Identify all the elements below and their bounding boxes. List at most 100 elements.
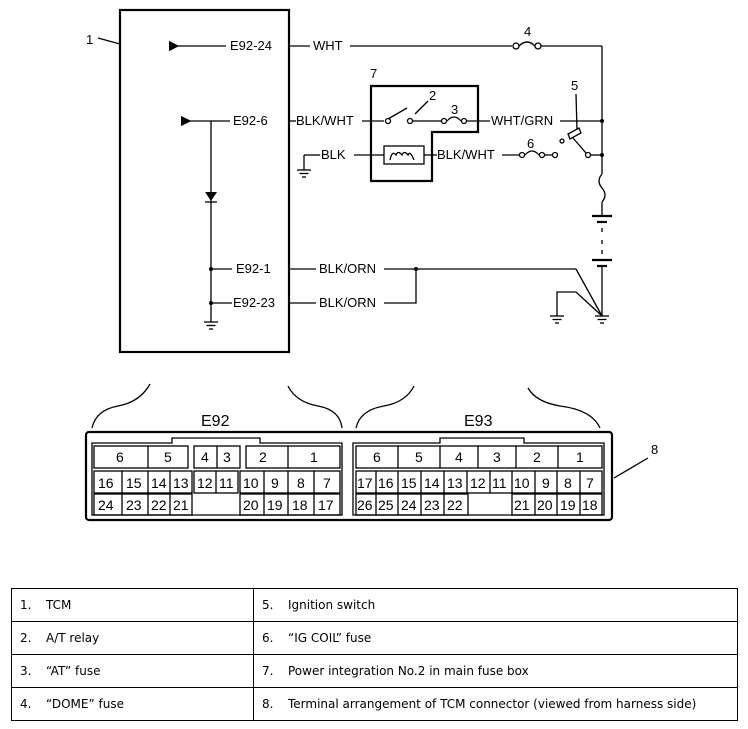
callout-7: 7 bbox=[370, 66, 377, 81]
legend-row: 1.TCM 5.Ignition switch bbox=[11, 588, 738, 622]
e92-pin-10: 10 bbox=[243, 475, 259, 491]
wire-label-wht: WHT bbox=[313, 38, 343, 53]
wire-label-blk-orn-1: BLK/ORN bbox=[319, 261, 376, 276]
e92-header-2: 2 bbox=[259, 449, 267, 465]
legend-row: 3.“AT” fuse 7.Power integration No.2 in … bbox=[11, 654, 738, 688]
e92-pin-8: 8 bbox=[297, 475, 305, 491]
tcm-connector-housing bbox=[84, 430, 614, 522]
e92-pin-9: 9 bbox=[271, 475, 279, 491]
e93-header-1: 1 bbox=[576, 449, 584, 465]
connector-e93-label: E93 bbox=[464, 413, 493, 430]
battery-icon bbox=[592, 214, 612, 268]
e92-pin-14: 14 bbox=[151, 475, 167, 491]
callout-8-leader bbox=[613, 457, 649, 479]
terminal-e92-6: E92-6 bbox=[233, 113, 268, 128]
e93-pin-24: 24 bbox=[401, 497, 417, 513]
wire-blk-orn-2 bbox=[384, 269, 417, 304]
callout-5-leader bbox=[575, 93, 578, 131]
e93-pin-21: 21 bbox=[514, 497, 530, 513]
ig-coil-fuse bbox=[518, 150, 546, 159]
legend-item-3: 3.“AT” fuse bbox=[11, 654, 254, 688]
e93-pin-26: 26 bbox=[357, 497, 373, 513]
body-ground-icon-1 bbox=[550, 315, 564, 324]
fusible-link bbox=[598, 173, 606, 203]
e92-header-3: 3 bbox=[223, 449, 231, 465]
legend-item-2: 2.A/T relay bbox=[11, 621, 254, 655]
connector-e92-label: E92 bbox=[201, 413, 230, 430]
tcm-ground-icon bbox=[204, 321, 218, 330]
ground-link-wire bbox=[556, 291, 603, 317]
power-integration-box bbox=[369, 84, 480, 183]
e93-pin-11: 11 bbox=[492, 475, 507, 491]
e93-header-6: 6 bbox=[373, 449, 381, 465]
e93-pin-23: 23 bbox=[424, 497, 440, 513]
callout-6: 6 bbox=[527, 136, 534, 151]
wiring-diagram: 1 E92-24 WHT 4 E92-6 BLK/WHT 7 2 bbox=[84, 8, 658, 522]
callout-1-leader bbox=[97, 37, 121, 45]
connector-e93: 6 5 4 3 2 1 17 16 15 14 13 12 11 10 9 8 … bbox=[352, 437, 605, 516]
relay-coil bbox=[376, 145, 437, 165]
e92-pin-11: 11 bbox=[219, 475, 234, 491]
body-ground-icon-2 bbox=[595, 315, 609, 324]
terminal-e92-23: E92-23 bbox=[233, 295, 275, 310]
callout-3: 3 bbox=[451, 102, 458, 117]
callout-1: 1 bbox=[86, 32, 93, 47]
tcm-box bbox=[118, 8, 291, 354]
e92-header-1: 1 bbox=[310, 449, 318, 465]
e92-header-4: 4 bbox=[201, 449, 209, 465]
e92-pin-23: 23 bbox=[126, 497, 142, 513]
e93-header-3: 3 bbox=[493, 449, 501, 465]
at-fuse bbox=[440, 116, 468, 125]
at-relay-switch bbox=[384, 107, 425, 125]
callout-8: 8 bbox=[651, 442, 658, 457]
legend-row: 2.A/T relay 6.“IG COIL” fuse bbox=[11, 621, 738, 655]
ignition-switch bbox=[559, 127, 602, 159]
callout-5: 5 bbox=[571, 78, 578, 93]
connector-e92: 6 5 4 3 2 1 16 15 14 13 12 11 10 9 8 7 2… bbox=[91, 437, 343, 516]
harness-curve-e93-right bbox=[527, 387, 601, 429]
e92-header-5: 5 bbox=[164, 449, 172, 465]
e93-pin-10: 10 bbox=[514, 475, 530, 491]
e92-pin-20: 20 bbox=[243, 497, 259, 513]
terminal-e92-24: E92-24 bbox=[230, 38, 272, 53]
legend-table: 1.TCM 5.Ignition switch 2.A/T relay 6.“I… bbox=[11, 588, 738, 721]
legend-item-6: 6.“IG COIL” fuse bbox=[253, 621, 738, 655]
legend-item-1: 1.TCM bbox=[11, 588, 254, 622]
relay-ground-icon bbox=[297, 169, 311, 178]
wire-blk-orn-ground bbox=[575, 268, 603, 317]
e92-pin-13: 13 bbox=[173, 475, 189, 491]
legend-item-5: 5.Ignition switch bbox=[253, 588, 738, 622]
e92-pin-15: 15 bbox=[126, 475, 142, 491]
e93-pin-17: 17 bbox=[357, 475, 373, 491]
e92-pin-18: 18 bbox=[292, 497, 308, 513]
e92-pin-7: 7 bbox=[323, 475, 331, 491]
legend-item-4: 4.“DOME” fuse bbox=[11, 687, 254, 721]
harness-curve-e92-left bbox=[91, 383, 151, 429]
e93-header-5: 5 bbox=[415, 449, 423, 465]
e93-pin-16: 16 bbox=[378, 475, 394, 491]
callout-2-leader bbox=[414, 100, 429, 115]
legend-row: 4.“DOME” fuse 8.Terminal arrangement of … bbox=[11, 687, 738, 721]
e93-pin-25: 25 bbox=[378, 497, 394, 513]
legend-item-7: 7.Power integration No.2 in main fuse bo… bbox=[253, 654, 738, 688]
e93-pin-15: 15 bbox=[401, 475, 417, 491]
terminal-e92-1: E92-1 bbox=[236, 261, 271, 276]
e93-pin-18: 18 bbox=[582, 497, 598, 513]
e93-pin-22: 22 bbox=[447, 497, 463, 513]
ig-switch-contact bbox=[551, 151, 559, 159]
diode-symbol bbox=[205, 192, 217, 203]
wire-label-blk-wht-1: BLK/WHT bbox=[296, 113, 354, 128]
e92-pin-24: 24 bbox=[98, 497, 114, 513]
e93-pin-12: 12 bbox=[470, 475, 486, 491]
callout-4: 4 bbox=[524, 24, 531, 39]
harness-curve-e93-left bbox=[355, 385, 415, 429]
e93-header-2: 2 bbox=[533, 449, 541, 465]
callout-2: 2 bbox=[429, 88, 436, 103]
e93-pin-13: 13 bbox=[447, 475, 463, 491]
e92-pin-12: 12 bbox=[197, 475, 213, 491]
junction-ig bbox=[600, 153, 604, 157]
e93-pin-7: 7 bbox=[586, 475, 594, 491]
e93-pin-9: 9 bbox=[542, 475, 550, 491]
e92-pin-17: 17 bbox=[318, 497, 334, 513]
wire-label-blk-orn-2: BLK/ORN bbox=[319, 295, 376, 310]
